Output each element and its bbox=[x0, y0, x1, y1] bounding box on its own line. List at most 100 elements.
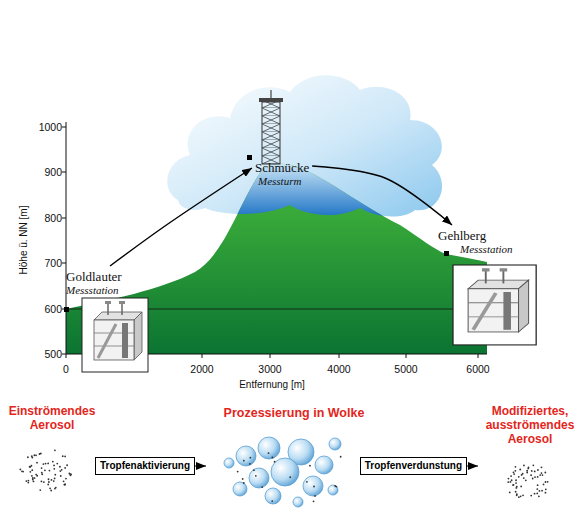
aerosol-stage: Modifiziertes, ausströmendes Aerosol bbox=[478, 404, 582, 500]
particle bbox=[532, 464, 534, 466]
particle bbox=[70, 473, 72, 475]
particle bbox=[515, 491, 517, 493]
particle bbox=[32, 477, 34, 479]
particle bbox=[53, 480, 55, 482]
particle bbox=[536, 488, 538, 490]
particle bbox=[54, 449, 56, 451]
particle bbox=[268, 452, 270, 454]
aerosol-particles bbox=[19, 449, 548, 502]
particle bbox=[544, 472, 546, 474]
particle bbox=[53, 468, 55, 470]
particle bbox=[31, 469, 33, 471]
node-title: Goldlauter bbox=[66, 269, 122, 284]
particle bbox=[56, 463, 58, 465]
particle bbox=[43, 481, 45, 483]
axis-tick: 6000 bbox=[466, 363, 489, 375]
particle bbox=[41, 467, 43, 469]
particle bbox=[59, 470, 61, 472]
particle bbox=[537, 476, 539, 478]
particle bbox=[48, 481, 50, 483]
cloud-droplets bbox=[224, 437, 341, 507]
measuring-tower bbox=[259, 90, 283, 164]
droplet bbox=[233, 482, 247, 496]
particle bbox=[47, 484, 49, 486]
particle bbox=[340, 456, 342, 458]
particle bbox=[242, 478, 244, 480]
particle bbox=[534, 471, 536, 473]
particle bbox=[29, 471, 31, 473]
particle bbox=[314, 495, 316, 497]
particle bbox=[306, 481, 308, 483]
axis-tick: 3000 bbox=[258, 363, 281, 375]
droplet bbox=[315, 456, 333, 474]
particle bbox=[528, 466, 530, 468]
particle bbox=[512, 484, 514, 486]
particle bbox=[532, 478, 534, 480]
axis-tick: 500 bbox=[44, 348, 62, 360]
droplet bbox=[258, 437, 280, 459]
station-label: GoldlauterMessstation bbox=[66, 269, 122, 297]
particle bbox=[25, 480, 27, 482]
flow-arrow bbox=[312, 166, 452, 225]
particle bbox=[545, 492, 547, 494]
particle bbox=[513, 484, 515, 486]
axis-tick: 600 bbox=[44, 303, 62, 315]
station-label: SchmückeMessturm bbox=[255, 160, 309, 188]
particle bbox=[64, 483, 66, 485]
particle bbox=[243, 460, 245, 462]
particle bbox=[253, 469, 255, 471]
particle bbox=[36, 462, 38, 464]
droplet bbox=[329, 438, 341, 450]
y-axis bbox=[66, 122, 67, 354]
particle bbox=[507, 481, 509, 483]
axis-tick: 700 bbox=[44, 257, 62, 269]
flow-arrow bbox=[110, 168, 252, 266]
axis-tick: 1000 bbox=[39, 121, 62, 133]
station-building bbox=[453, 265, 536, 345]
particle bbox=[60, 475, 62, 477]
particle bbox=[313, 486, 315, 488]
tower-lattice bbox=[262, 102, 280, 164]
station-marker bbox=[247, 155, 252, 160]
station-building bbox=[82, 298, 148, 372]
particle bbox=[509, 481, 511, 483]
particle bbox=[27, 456, 29, 458]
particle bbox=[515, 482, 517, 484]
particle bbox=[39, 453, 41, 455]
y-ticks bbox=[62, 127, 66, 354]
particle bbox=[541, 466, 543, 468]
station-label: GehlbergMessstation bbox=[438, 228, 513, 256]
node-title: Schmücke bbox=[255, 160, 309, 175]
axis-tick: 5000 bbox=[394, 363, 417, 375]
process-step-label: Tropfenverdunstung bbox=[360, 457, 467, 475]
particle bbox=[518, 496, 520, 498]
particle bbox=[335, 486, 337, 488]
particle bbox=[531, 470, 533, 472]
particle bbox=[66, 464, 68, 466]
particle bbox=[530, 474, 532, 476]
particle bbox=[44, 469, 46, 471]
particle bbox=[508, 478, 510, 480]
particle bbox=[514, 470, 516, 472]
particle bbox=[515, 466, 517, 468]
droplet bbox=[303, 476, 323, 496]
particle bbox=[68, 473, 70, 475]
station-marker bbox=[444, 251, 449, 256]
particle bbox=[47, 463, 49, 465]
particle bbox=[34, 454, 36, 456]
particle bbox=[41, 481, 43, 483]
node-subtitle: Messturm bbox=[258, 175, 309, 188]
particle bbox=[274, 461, 276, 463]
particle bbox=[64, 467, 66, 469]
particle bbox=[513, 473, 515, 475]
particle bbox=[541, 472, 543, 474]
particle bbox=[33, 480, 35, 482]
particle bbox=[243, 482, 245, 484]
particle bbox=[522, 494, 524, 496]
particle bbox=[520, 495, 522, 497]
particle bbox=[520, 486, 522, 488]
particle bbox=[542, 474, 544, 476]
